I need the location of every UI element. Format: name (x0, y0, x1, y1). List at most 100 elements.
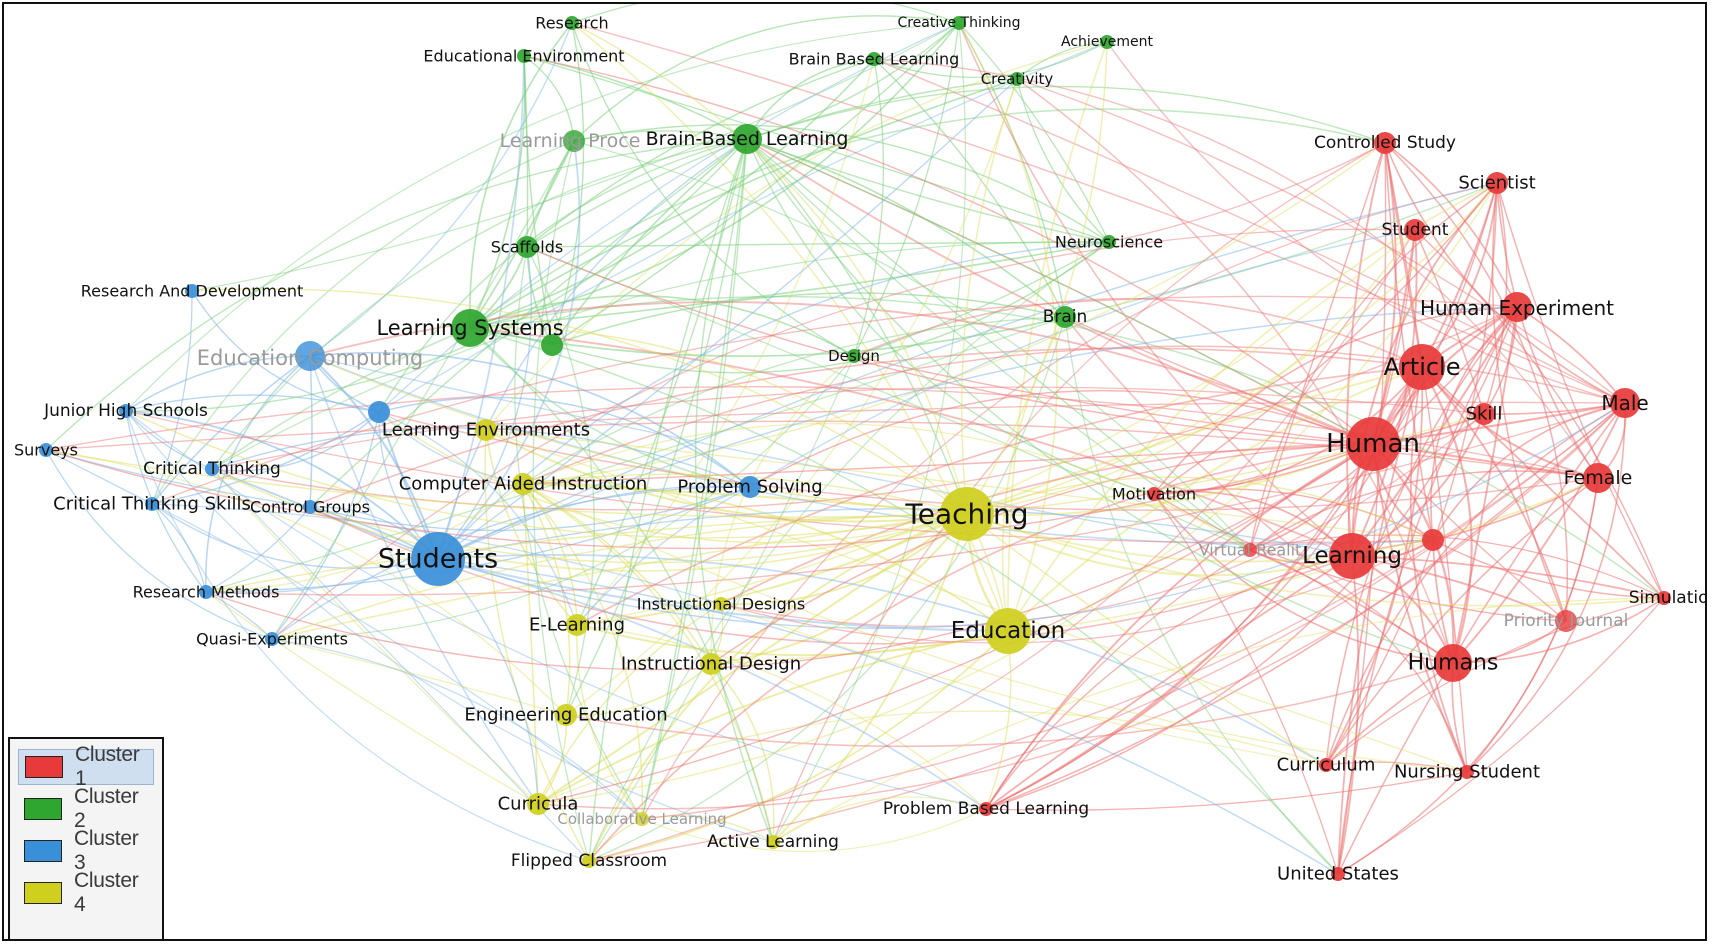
network-link (125, 410, 987, 810)
node-united-states[interactable] (1331, 867, 1345, 881)
node-learning[interactable] (1329, 533, 1375, 579)
node-problem-based-learning[interactable] (979, 802, 993, 816)
node-male[interactable] (1610, 388, 1640, 418)
node-student[interactable] (1404, 219, 1426, 241)
legend-item-cluster-2[interactable]: Cluster 2 (18, 785, 154, 832)
node-nursing-student[interactable] (1460, 765, 1474, 779)
network-link (576, 366, 1423, 626)
node-humans[interactable] (1434, 644, 1472, 682)
network-link (485, 429, 578, 626)
node-e-learning[interactable] (566, 614, 588, 636)
node-creative-thinking[interactable] (952, 16, 966, 30)
node-label-flipped-classroom: Flipped Classroom (511, 851, 667, 871)
node-cluster2-unlabeled[interactable] (541, 334, 563, 356)
node-virtual-reality[interactable] (1243, 543, 1257, 557)
network-link (1432, 402, 1626, 541)
node-flipped-classroom[interactable] (582, 854, 596, 868)
node-teaching[interactable] (940, 487, 994, 541)
node-surveys[interactable] (39, 443, 53, 457)
network-link (1106, 41, 1626, 404)
node-human[interactable] (1346, 417, 1400, 471)
network-link (958, 22, 1066, 318)
node-critical-thinking-skills[interactable] (145, 497, 159, 511)
network-link (985, 555, 1353, 810)
legend-item-cluster-3[interactable]: Cluster 3 (18, 827, 154, 874)
node-educational-environment[interactable] (517, 49, 531, 63)
network-link (205, 513, 968, 593)
network-link (437, 306, 1518, 560)
node-creativity[interactable] (1010, 72, 1024, 86)
network-link (1372, 182, 1498, 445)
node-controlled-study[interactable] (1374, 132, 1396, 154)
node-skill[interactable] (1473, 403, 1495, 425)
node-critical-thinking[interactable] (205, 462, 219, 476)
node-cluster1-unlabeled[interactable] (1422, 529, 1444, 551)
node-students[interactable] (411, 532, 465, 586)
node-brain[interactable] (1054, 306, 1076, 328)
network-link (45, 449, 153, 505)
node-quasi-experiments[interactable] (265, 632, 279, 646)
node-female[interactable] (1583, 463, 1613, 493)
network-link (1153, 306, 1518, 495)
node-label-achievement: Achievement (1061, 34, 1153, 50)
node-control-groups[interactable] (303, 500, 317, 514)
network-link (526, 138, 748, 248)
network-link (588, 443, 1374, 862)
node-scaffolds[interactable] (516, 236, 538, 258)
network-link (1414, 229, 1485, 415)
network-link (125, 410, 774, 843)
network-link (772, 513, 968, 843)
network-link (746, 138, 1155, 495)
network-link (1452, 306, 1518, 664)
network-link (551, 241, 1110, 374)
legend-item-cluster-1[interactable]: Cluster 1 (18, 743, 154, 790)
node-junior-high-schools[interactable] (119, 404, 133, 418)
network-link (1249, 534, 1665, 599)
network-link (205, 443, 1374, 671)
network-link (1064, 316, 1374, 445)
node-instructional-designs[interactable] (714, 597, 728, 611)
node-achievement[interactable] (1100, 35, 1114, 49)
node-research[interactable] (565, 16, 579, 30)
node-learning-processes[interactable] (563, 130, 585, 152)
node-simulation[interactable] (1657, 591, 1671, 605)
node-scientist[interactable] (1486, 172, 1508, 194)
network-link (966, 413, 1485, 515)
node-brain-based-learning-1[interactable] (867, 52, 881, 66)
node-education[interactable] (985, 608, 1031, 654)
node-priority-journal[interactable] (1555, 610, 1577, 632)
node-learning-systems[interactable] (451, 309, 489, 347)
node-learning-environments[interactable] (475, 419, 497, 441)
network-link (853, 297, 1423, 368)
node-label-learning-environments: Learning Environments (382, 420, 590, 441)
node-learning-environments-blue[interactable] (368, 401, 390, 423)
legend-item-cluster-4[interactable]: Cluster 4 (18, 869, 154, 916)
network-link (526, 58, 875, 248)
network-link (641, 815, 774, 843)
node-motivation[interactable] (1147, 487, 1161, 501)
network-link (45, 449, 567, 716)
network-link (588, 138, 748, 862)
node-active-learning[interactable] (766, 835, 780, 849)
network-link (1372, 443, 1567, 622)
node-neuroscience[interactable] (1102, 235, 1116, 249)
node-problem-solving[interactable] (739, 476, 761, 498)
node-research-methods[interactable] (199, 585, 213, 599)
node-instructional-design[interactable] (700, 653, 722, 675)
node-curriculum[interactable] (1319, 758, 1333, 772)
node-article[interactable] (1399, 344, 1445, 390)
node-research-and-development[interactable] (185, 284, 199, 298)
node-human-experiment[interactable] (1502, 292, 1532, 322)
node-label-brain-based-learning-1: Brain Based Learning (789, 50, 960, 69)
node-curricula[interactable] (527, 793, 549, 815)
node-brain-based-learning-2[interactable] (732, 124, 762, 154)
network-link (565, 662, 1454, 748)
node-collaborative-learning[interactable] (635, 812, 649, 826)
network-link (1466, 402, 1626, 773)
network-link (720, 413, 1485, 627)
node-computer-aided-instruction[interactable] (512, 473, 534, 495)
node-design[interactable] (847, 349, 861, 363)
network-link (309, 355, 968, 515)
node-education-computing[interactable] (295, 341, 325, 371)
node-engineering-education[interactable] (555, 704, 577, 726)
